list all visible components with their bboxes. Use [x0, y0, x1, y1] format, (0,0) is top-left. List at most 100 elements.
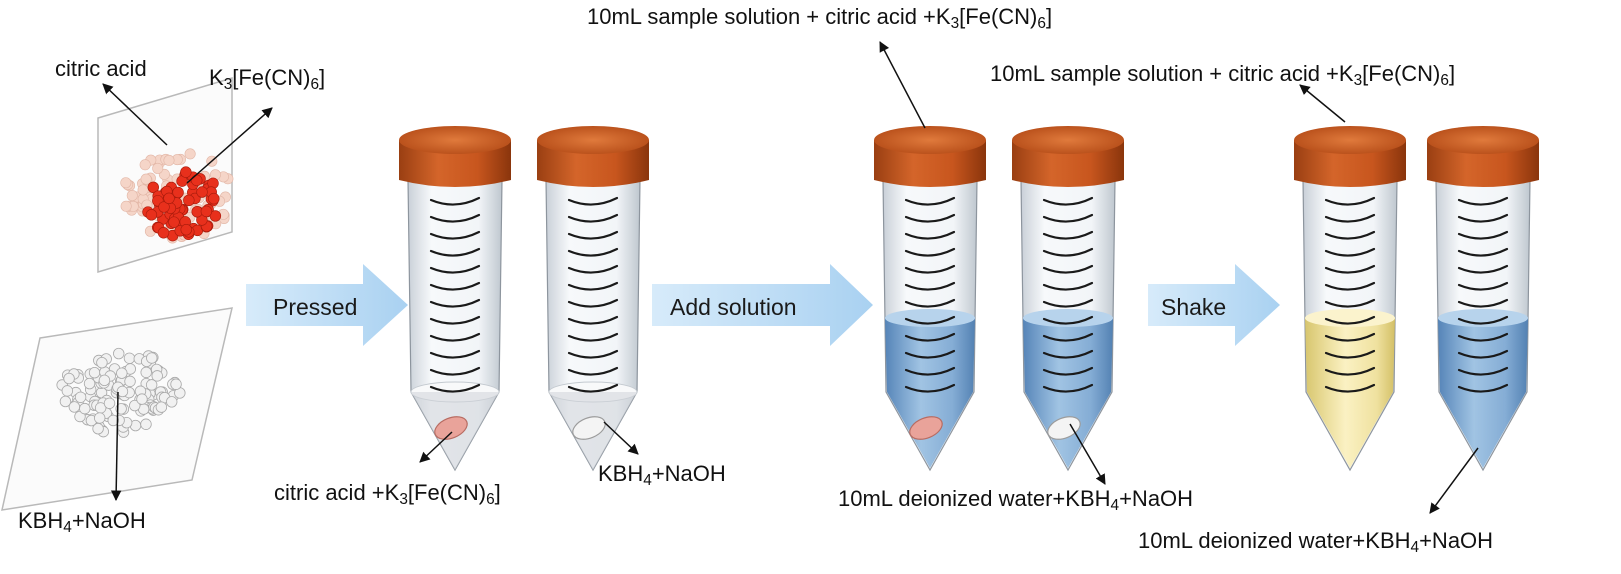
liquid-surface — [1305, 309, 1395, 327]
graduation-mark — [1042, 315, 1094, 325]
graduation-mark — [429, 281, 481, 291]
pointer-shake-bottom — [1429, 447, 1479, 514]
graduation-mark — [567, 264, 619, 274]
particle-white — [83, 377, 96, 390]
particle-cluster-white — [56, 347, 186, 438]
particle-white — [170, 378, 182, 390]
particle-pale — [163, 154, 175, 166]
graduation-mark — [1457, 247, 1509, 257]
particle-pale — [120, 177, 132, 189]
particle-cluster-red — [120, 148, 234, 244]
graduation-mark — [567, 332, 619, 342]
graduation-mark — [567, 383, 619, 393]
graduation-mark — [1457, 298, 1509, 308]
tube-shake-water — [1427, 126, 1539, 472]
particle-red — [180, 223, 192, 236]
tube-solution-sample — [874, 126, 986, 472]
particle-red — [200, 205, 213, 218]
graduation-mark — [429, 332, 481, 342]
tube-pressed-kbh4 — [537, 126, 649, 472]
graduation-mark — [904, 332, 956, 342]
particle-white — [74, 391, 87, 403]
particle-white — [88, 366, 101, 379]
graduation-mark — [429, 383, 481, 393]
liquid — [1305, 318, 1395, 468]
particle-white — [151, 370, 163, 382]
pointer-tablet-pink — [419, 431, 453, 463]
graduation-mark — [1457, 366, 1509, 376]
graduation-mark — [567, 349, 619, 359]
graduation-mark — [1457, 196, 1509, 206]
graduation-mark — [567, 366, 619, 376]
graduation-mark — [1042, 349, 1094, 359]
particle-pale — [137, 184, 149, 196]
step-arrow-add-solution — [652, 264, 873, 346]
tube-cap-top — [1427, 126, 1539, 154]
graduation-mark — [1042, 196, 1094, 206]
graduation-mark — [1042, 247, 1094, 257]
step-arrow-shake — [1148, 264, 1280, 346]
graduation-mark — [904, 383, 956, 393]
particle-pale — [140, 173, 152, 185]
label-shake-sample: 10mL sample solution + citric acid +K3[F… — [990, 61, 1456, 89]
step-label-pressed: Pressed — [273, 294, 358, 320]
graduation-mark — [429, 247, 481, 257]
graduation-mark — [904, 264, 956, 274]
particle-red — [180, 166, 192, 178]
graduation-mark — [567, 247, 619, 257]
particle-red — [145, 209, 158, 221]
graduation-mark — [904, 281, 956, 291]
particle-white — [124, 375, 136, 388]
graduation-mark — [1042, 298, 1094, 308]
liquid — [1438, 318, 1528, 468]
label-k3fecn6: K3[Fe(CN)6] — [209, 65, 326, 93]
graduation-mark — [429, 196, 481, 206]
particle-red — [183, 194, 195, 207]
particle-white — [146, 352, 158, 364]
particle-red — [163, 192, 175, 204]
label-shake-water: 10mL deionized water+KBH4+NaOH — [1138, 528, 1494, 556]
particle-white — [93, 412, 106, 424]
graduation-mark — [429, 315, 481, 325]
graduation-mark — [1324, 196, 1376, 206]
particle-white — [145, 379, 158, 391]
graduation-mark — [1324, 349, 1376, 359]
particle-white — [98, 374, 111, 387]
particle-white — [166, 396, 178, 408]
particle-red — [208, 192, 220, 205]
tube-cap-top — [537, 126, 649, 154]
graduation-mark — [1324, 247, 1376, 257]
tube-cap-top — [399, 126, 511, 154]
particle-white — [79, 402, 91, 415]
graduation-mark — [1042, 383, 1094, 393]
particle-pale — [184, 148, 196, 160]
graduation-mark — [1457, 281, 1509, 291]
particle-pale — [152, 162, 164, 174]
pointer-solution-bottom — [1069, 423, 1106, 485]
graduation-mark — [1457, 349, 1509, 359]
graduation-mark — [567, 298, 619, 308]
particle-red — [209, 210, 222, 222]
graduation-mark — [1042, 213, 1094, 223]
pointer-k3 — [186, 107, 273, 184]
particle-white — [116, 367, 128, 379]
graduation-mark — [904, 247, 956, 257]
graduation-mark — [904, 298, 956, 308]
graduation-mark — [1042, 366, 1094, 376]
tube-cap-top — [1012, 126, 1124, 154]
particle-white — [96, 356, 108, 369]
step-label-shake: Shake — [1161, 294, 1227, 320]
tablet — [434, 416, 468, 440]
liquid-surface — [1023, 309, 1113, 327]
graduation-mark — [1042, 281, 1094, 291]
graduation-mark — [1324, 213, 1376, 223]
step-label-add-solution: Add solution — [670, 294, 797, 320]
graduation-mark — [567, 230, 619, 240]
liquid — [885, 318, 975, 468]
label-solution-water: 10mL deionized water+KBH4+NaOH — [838, 486, 1194, 514]
label-citric-acid: citric acid — [55, 56, 147, 81]
graduation-mark — [1324, 315, 1376, 325]
particle-red — [191, 174, 203, 187]
label-tablet-citric: citric acid +K3[Fe(CN)6] — [274, 480, 501, 508]
particle-red — [196, 186, 208, 198]
